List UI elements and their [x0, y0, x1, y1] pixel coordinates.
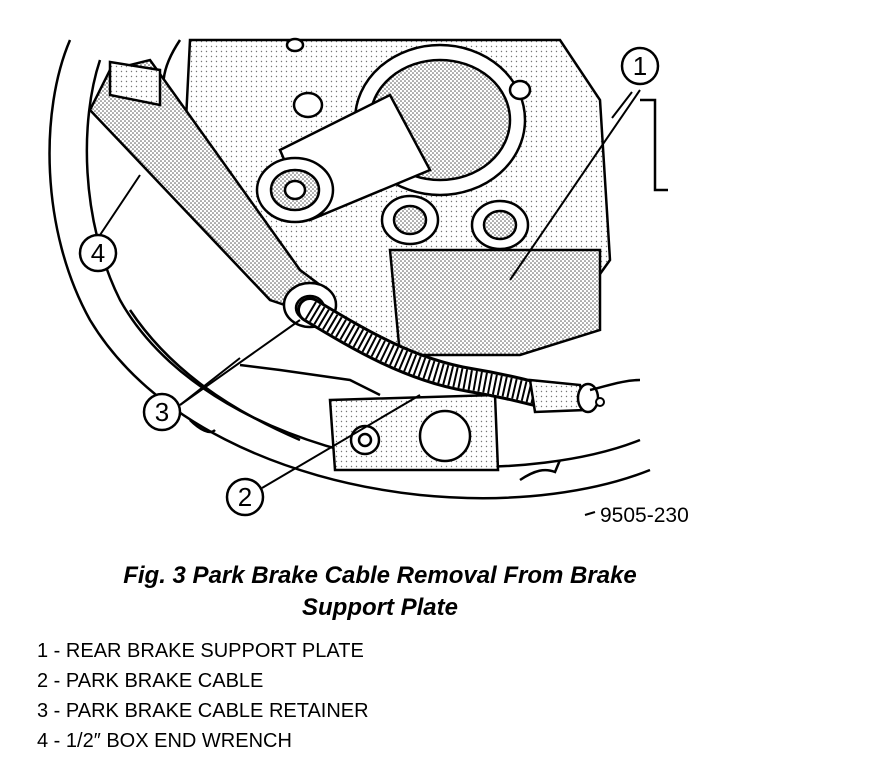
box-end-wrench: [88, 58, 338, 329]
caption-line-2: Support Plate: [301, 594, 458, 621]
legend-item-3: 3 - PARK BRAKE CABLE RETAINER: [37, 700, 369, 722]
hub-assembly: [183, 37, 612, 357]
legend-text: 1/2″ BOX END WRENCH: [65, 730, 292, 752]
callout-4: 4: [78, 233, 118, 273]
legend-item-2: 2 - PARK BRAKE CABLE: [37, 670, 264, 692]
legend-text: PARK BRAKE CABLE RETAINER: [65, 700, 369, 722]
legend-list: 1 - REAR BRAKE SUPPORT PLATE 2 - PARK BR…: [37, 636, 369, 756]
caption-line-1: Fig. 3 Park Brake Cable Removal From Bra…: [123, 562, 637, 589]
callout-3-label: 3: [155, 397, 169, 427]
callout-2-label: 2: [238, 482, 252, 512]
brake-illustration: 1 4 3 2 9505-230: [48, 37, 689, 527]
legend-num: 3: [37, 700, 49, 722]
legend-text: PARK BRAKE CABLE: [65, 670, 264, 692]
legend-item-1: 1 - REAR BRAKE SUPPORT PLATE: [37, 640, 364, 662]
cable-bracket: [239, 363, 500, 472]
callout-2: 2: [225, 477, 265, 517]
callout-4-label: 4: [91, 238, 105, 268]
legend-item-4: 4 - 1/2″ BOX END WRENCH: [37, 730, 292, 752]
callout-1: 1: [620, 46, 660, 86]
legend-num: 4: [37, 730, 49, 752]
figure-caption: Fig. 3 Park Brake Cable Removal From Bra…: [60, 560, 700, 624]
park-brake-cable: [297, 297, 641, 414]
callout-3: 3: [142, 392, 182, 432]
leader-lines: [99, 89, 641, 516]
legend-num: 2: [37, 670, 49, 692]
legend-num: 1: [37, 640, 49, 662]
figure-code: 9505-230: [600, 504, 689, 527]
callout-1-label: 1: [633, 51, 647, 81]
legend-text: REAR BRAKE SUPPORT PLATE: [65, 640, 364, 662]
